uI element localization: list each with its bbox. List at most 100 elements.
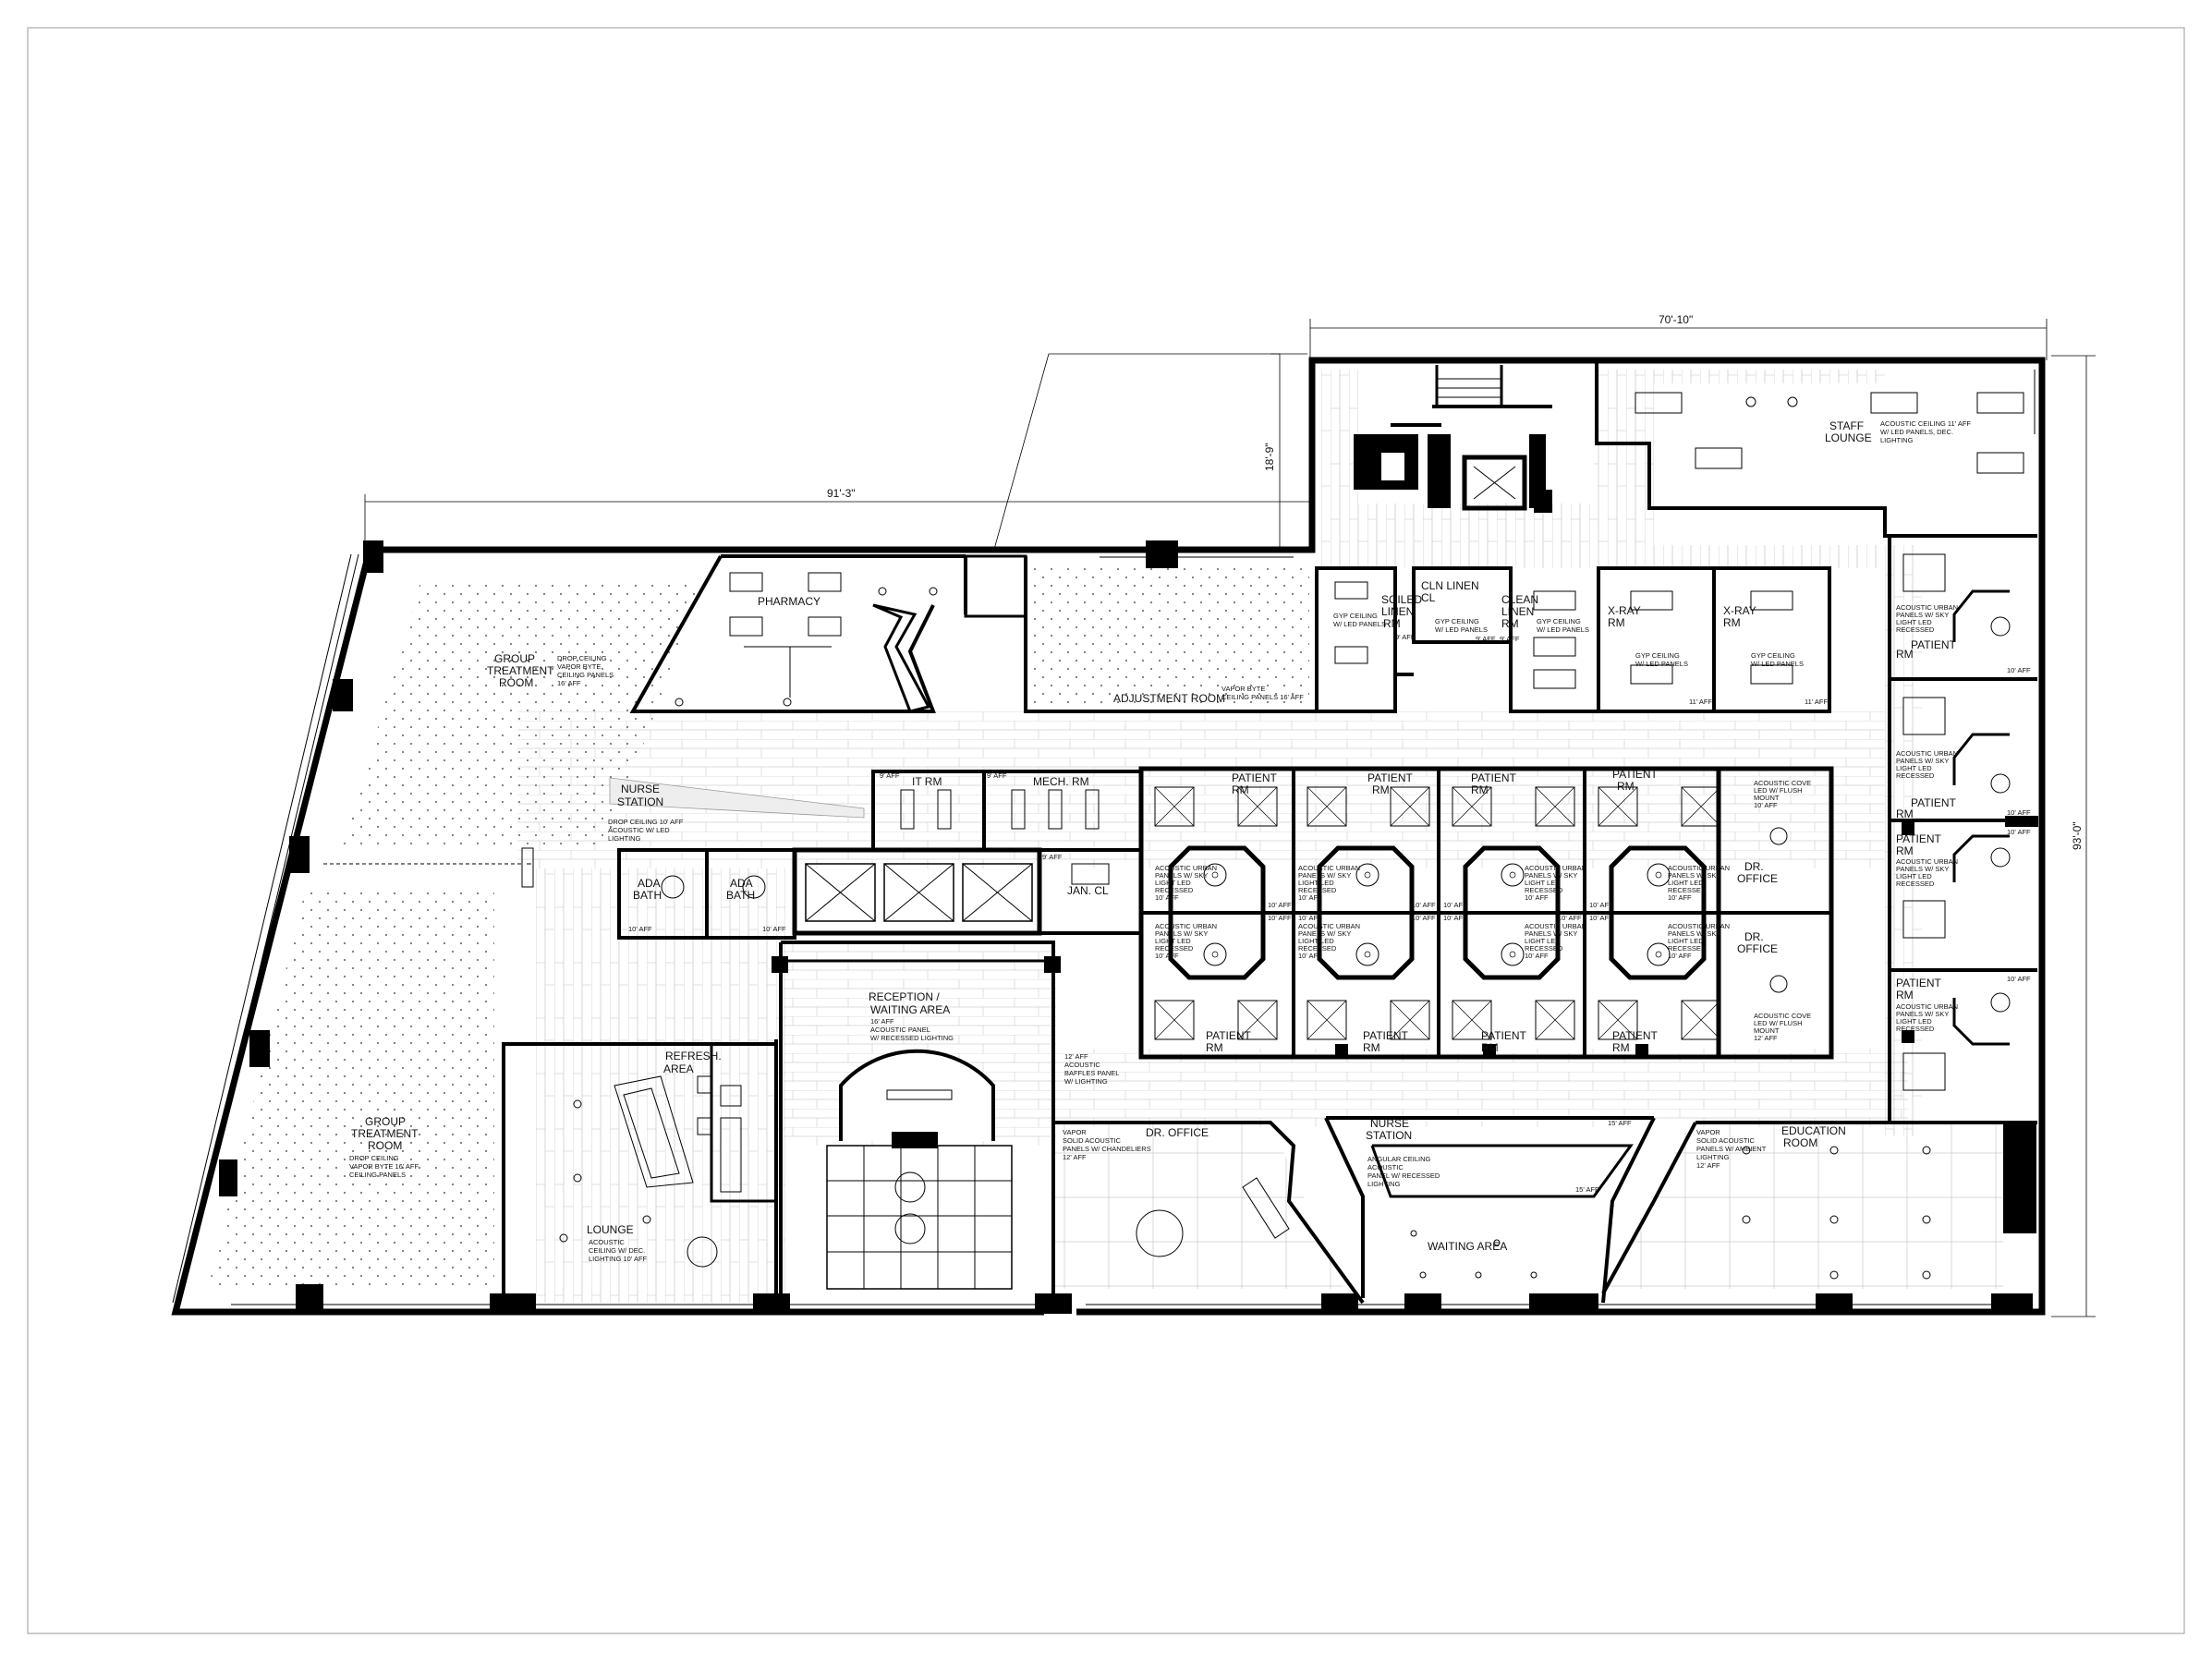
- svg-text:PANELS W/ SKY: PANELS W/ SKY: [1298, 871, 1351, 880]
- ceiling-panel: [1307, 786, 1347, 827]
- patient-rm-7-label: PATIENT: [1481, 1029, 1527, 1042]
- patient-rm-7-label-2: RM: [1481, 1041, 1499, 1054]
- group-treatment-bottom-name-1: GROUP: [365, 1115, 406, 1128]
- clean-linen-name-2: LINEN: [1501, 605, 1534, 618]
- adjustment-room-note-1: VAPOR BYTE: [1221, 685, 1265, 693]
- patient-rm-4-label-2: RM: [1617, 780, 1635, 793]
- svg-text:ACOUSTIC URBAN: ACOUSTIC URBAN: [1155, 864, 1217, 872]
- patient-rm-8-label-2: RM: [1612, 1041, 1630, 1054]
- light-fixture-icon: [1655, 871, 1662, 879]
- east-patient-2-label-2: RM: [1896, 807, 1914, 820]
- nurse-station-center-name-1: NURSE: [1370, 1117, 1409, 1130]
- soiled-linen-name-2: LINEN: [1381, 605, 1414, 618]
- ada-bath-1-name-1: ADA: [638, 877, 661, 890]
- soiled-linen-note-2: W/ LED PANELS: [1333, 620, 1386, 628]
- cln-linen-height: 9' AFF: [1476, 635, 1496, 643]
- svg-text:ACOUSTIC URBAN: ACOUSTIC URBAN: [1668, 864, 1730, 872]
- ceiling-panel-diag: [1452, 1000, 1492, 1040]
- nurse-station-center-height: 15' AFF: [1608, 1119, 1632, 1127]
- nurse-station-center-note-2: ACOUSTIC: [1367, 1163, 1404, 1171]
- svg-text:10' AFF: 10' AFF: [1558, 914, 1582, 922]
- svg-text:PANELS W/ SKY: PANELS W/ SKY: [1155, 929, 1208, 938]
- lounge-note-1: ACOUSTIC: [589, 1238, 625, 1246]
- education-room-note-5: 12' AFF: [1696, 1161, 1720, 1170]
- svg-text:10' AFF: 10' AFF: [1668, 893, 1692, 902]
- reception-note-1: 16' AFF: [870, 1017, 894, 1026]
- ceiling-panel-diag: [1598, 1000, 1638, 1040]
- svg-text:10' AFF: 10' AFF: [1412, 914, 1436, 922]
- education-room-note-1: VAPOR: [1696, 1128, 1720, 1136]
- xray-1-note-2: W/ LED PANELS: [1635, 660, 1688, 668]
- svg-text:ACOUSTIC URBAN: ACOUSTIC URBAN: [1525, 922, 1586, 930]
- east-patient-4-label: PATIENT: [1896, 977, 1942, 989]
- ceiling-panel-diag: [1154, 786, 1195, 827]
- nurse-station-center-name-2: STATION: [1366, 1129, 1412, 1142]
- reception-lounge: [502, 941, 1061, 1293]
- svg-text:10' AFF: 10' AFF: [1443, 914, 1467, 922]
- corridor-note-4: W/ LIGHTING: [1064, 1077, 1108, 1086]
- svg-text:RECESSED: RECESSED: [1668, 886, 1707, 894]
- group-treatment-bottom-note-2: VAPOR BYTE 16' AFF: [349, 1162, 419, 1171]
- patient-rm-6-label-2: RM: [1363, 1041, 1380, 1054]
- svg-text:ACOUSTIC URBAN: ACOUSTIC URBAN: [1298, 864, 1360, 872]
- clean-linen-name-1: CLEAN: [1501, 593, 1538, 606]
- light-fixture-icon: [1364, 871, 1371, 879]
- east-patient-2-height: 10' AFF: [2007, 808, 2031, 817]
- soiled-linen-height: 9' AFF: [1395, 633, 1416, 641]
- reception-name-1: RECEPTION /: [869, 990, 940, 1003]
- jan-cl-height: 9' AFF: [1042, 853, 1063, 861]
- stair-core: [1354, 365, 1594, 513]
- corridor-note-1: 12' AFF: [1064, 1052, 1088, 1061]
- ada-bath-2-height: 10' AFF: [762, 925, 786, 933]
- east-patient-2-note-4: RECESSED: [1896, 771, 1935, 780]
- octagon-cove: [1317, 845, 1415, 980]
- group-treatment-bottom-name-2: TREATMENT: [351, 1127, 419, 1140]
- corridor-note-3: BAFFLES PANEL: [1064, 1069, 1119, 1077]
- svg-text:LIGHT LED: LIGHT LED: [1525, 879, 1561, 887]
- dr-office-bottom-note-3: PANELS W/ CHANDELIERS: [1063, 1145, 1151, 1153]
- cln-linen-note-2: W/ LED PANELS: [1435, 625, 1488, 634]
- ceiling-panel-diag: [1535, 786, 1575, 827]
- svg-text:10' AFF: 10' AFF: [1155, 952, 1179, 960]
- ceiling-panel: [1681, 1000, 1721, 1040]
- staff-lounge-name-1: STAFF: [1829, 419, 1864, 432]
- ceiling-panel-diag: [1598, 786, 1638, 827]
- svg-text:LIGHT LED: LIGHT LED: [1155, 937, 1191, 945]
- nurse-station-left-note-2: ACOUSTIC W/ LED: [608, 826, 670, 834]
- dim-left-width: 91'-3": [827, 487, 856, 500]
- education-room-note-2: SOLID ACOUSTIC: [1696, 1136, 1756, 1145]
- ada-bath-2-name-1: ADA: [730, 877, 753, 890]
- east-patient-1-label: PATIENT: [1911, 638, 1957, 651]
- ceiling-panel: [1307, 1000, 1347, 1040]
- mech-rm-name: MECH. RM: [1033, 775, 1089, 788]
- octagon-cove: [1168, 845, 1266, 980]
- ceiling-panel-diag: [1237, 1000, 1278, 1040]
- xray-2-note-1: GYP CEILING: [1751, 651, 1795, 660]
- svg-text:10' AFF: 10' AFF: [1268, 914, 1292, 922]
- ada-bath-2-name-2: BATH: [726, 889, 755, 902]
- nurse-station-left-name-2: STATION: [617, 795, 663, 808]
- dr-office-2-name-2: OFFICE: [1737, 942, 1778, 955]
- ceiling-panel: [1390, 1000, 1430, 1040]
- dr-office-1-note-1: ACOUSTIC COVE: [1754, 779, 1811, 787]
- it-rm-name: IT RM: [912, 775, 942, 788]
- patient-rm-8-label: PATIENT: [1612, 1029, 1659, 1042]
- ceiling-panel-diag: [1452, 786, 1492, 827]
- dr-office-bottom-note-2: SOLID ACOUSTIC: [1063, 1136, 1122, 1145]
- svg-text:10' AFF: 10' AFF: [1668, 952, 1692, 960]
- ceiling-panel-diag: [1237, 786, 1278, 827]
- top-row-rooms: [629, 554, 1831, 713]
- east-patient-4-label-2: RM: [1896, 989, 1914, 1001]
- soiled-linen-name-3: RM: [1383, 617, 1401, 630]
- svg-text:PANELS W/ SKY: PANELS W/ SKY: [1298, 929, 1351, 938]
- patient-rm-3-label: PATIENT: [1471, 771, 1517, 784]
- svg-text:ACOUSTIC URBAN: ACOUSTIC URBAN: [1525, 864, 1586, 872]
- ceiling-panel-diag: [1390, 1000, 1430, 1040]
- nurse-station-left-note-3: LIGHTING: [608, 834, 641, 843]
- svg-text:LIGHT LED: LIGHT LED: [1668, 879, 1704, 887]
- patient-cluster: [1138, 766, 1834, 1060]
- light-fixture-icon: [1203, 942, 1227, 966]
- xray-2-height: 11' AFF: [1805, 698, 1828, 706]
- svg-text:10' AFF: 10' AFF: [1298, 893, 1322, 902]
